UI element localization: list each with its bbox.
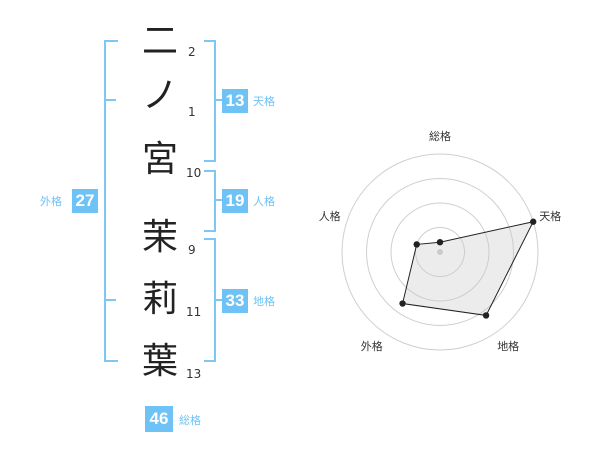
jinkaku-bracket <box>204 170 216 232</box>
soukaku-badge: 46 <box>145 406 173 432</box>
jinkaku-badge: 19 <box>222 189 248 213</box>
radar-point-3 <box>399 300 406 307</box>
jinkaku-label: 人格 <box>253 195 275 208</box>
stroke-count-3: 10 <box>186 166 202 180</box>
name-char-4: 茉 <box>141 217 178 258</box>
radar-ring-1 <box>415 227 465 277</box>
tenkaku-bracket <box>204 40 216 162</box>
gaikaku-badge: 27 <box>72 189 98 213</box>
gaikaku-label: 外格 <box>40 195 62 208</box>
tenkaku-label: 天格 <box>253 95 275 108</box>
radar-ring-3 <box>366 178 514 326</box>
name-char-2: ノ <box>141 75 178 116</box>
chikaku-bracket-tick <box>214 299 224 301</box>
stroke-count-5: 11 <box>186 305 202 319</box>
radar-point-1 <box>530 218 537 225</box>
radar-point-0 <box>436 239 444 246</box>
radar-axis-label-0: 総格 <box>429 129 451 143</box>
chikaku-label: 地格 <box>253 295 275 308</box>
radar-axis-label-2: 地格 <box>497 339 519 353</box>
name-char-6: 葉 <box>141 341 178 382</box>
name-char-1: 二 <box>141 21 178 62</box>
radar-ring-2 <box>390 202 490 302</box>
radar-center <box>437 249 443 255</box>
name-char-3: 宮 <box>141 139 178 180</box>
stroke-count-1: 2 <box>188 45 196 59</box>
radar-ring-4 <box>341 153 539 351</box>
gaikaku-bracket-tick-bottom <box>106 299 116 301</box>
gaikaku-bracket <box>104 40 118 362</box>
jinkaku-bracket-tick <box>214 199 224 201</box>
gaikaku-bracket-tick-top <box>106 99 116 101</box>
stroke-count-2: 1 <box>188 105 196 119</box>
radar-point-2 <box>482 312 490 319</box>
soukaku-label: 総格 <box>179 414 201 427</box>
radar-axis-label-4: 人格 <box>319 209 341 223</box>
stroke-count-4: 9 <box>188 243 196 257</box>
tenkaku-badge: 13 <box>222 89 248 113</box>
radar-point-4 <box>413 241 420 248</box>
radar-axis-label-3: 外格 <box>361 339 383 353</box>
chikaku-badge: 33 <box>222 289 248 313</box>
stroke-count-6: 13 <box>186 367 202 381</box>
radar-axis-label-1: 天格 <box>539 209 561 223</box>
tenkaku-bracket-tick <box>214 99 224 101</box>
radar-polygon <box>401 221 535 316</box>
name-char-5: 莉 <box>141 279 178 320</box>
